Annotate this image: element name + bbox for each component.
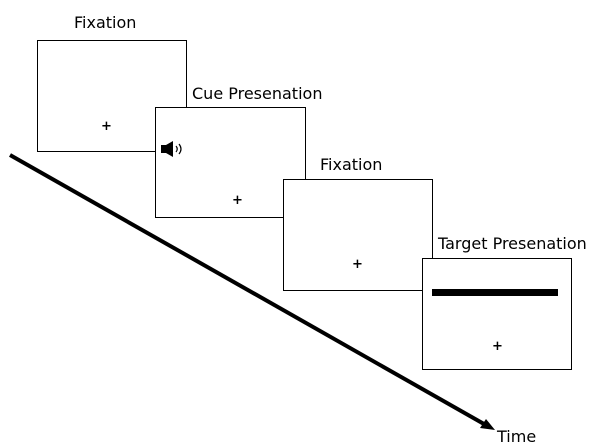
stage-3-label: Fixation [320, 155, 383, 174]
fixation-cross: + [352, 257, 363, 272]
target-bar [432, 289, 558, 296]
stage-2-screen: + [155, 107, 306, 218]
time-axis-label: Time [497, 427, 537, 446]
stage-4-screen: + [422, 258, 572, 370]
time-arrow-line [9, 153, 485, 426]
speaker-icon [161, 141, 182, 157]
fixation-cross: + [101, 119, 112, 134]
fixation-cross: + [232, 193, 243, 208]
fixation-cross: + [492, 339, 503, 354]
stage-3-screen: + [283, 179, 433, 291]
stage-2-label: Cue Presenation [192, 84, 323, 103]
time-arrow-head [480, 419, 495, 430]
stage-4-label: Target Presenation [438, 234, 587, 253]
stage-1-label: Fixation [74, 13, 137, 32]
